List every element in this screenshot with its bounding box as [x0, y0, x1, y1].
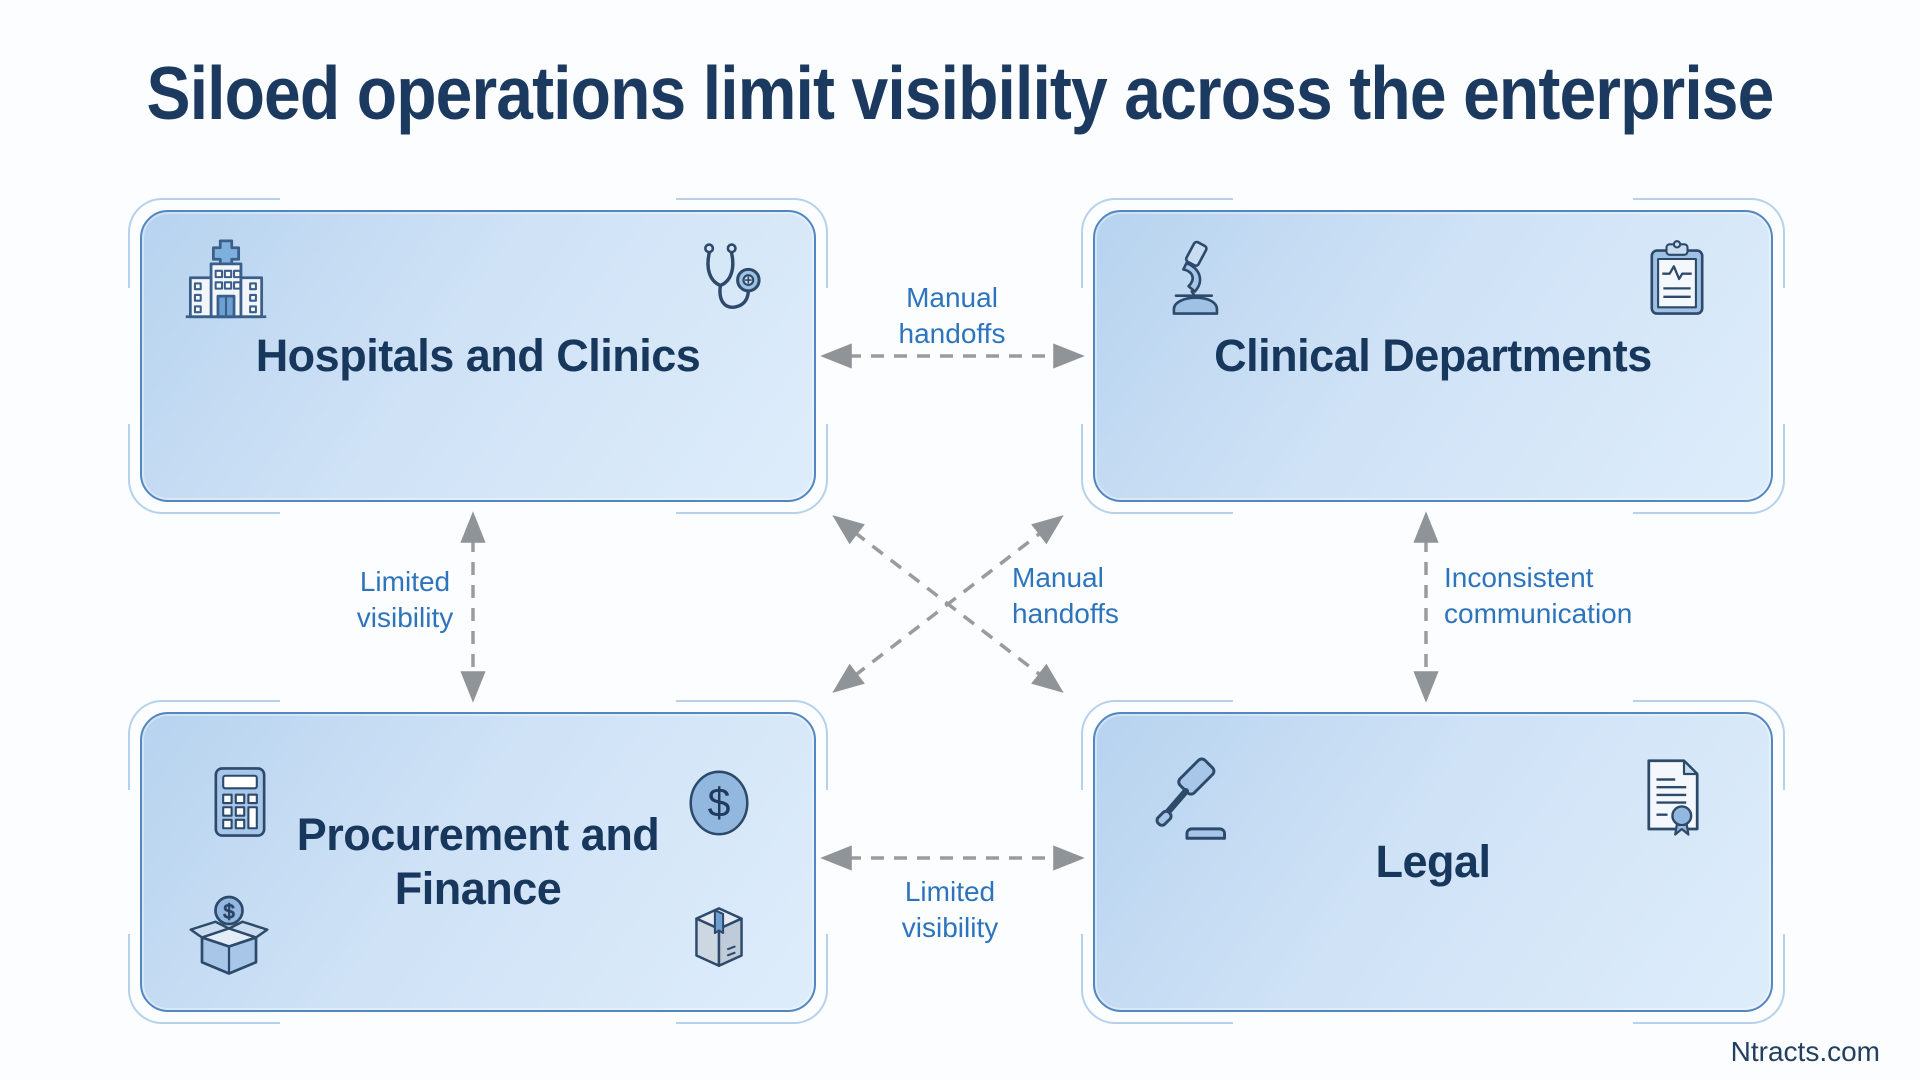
connection-label-manual-handoffs-top: Manual handoffs [898, 282, 1006, 350]
calculator-icon [214, 767, 266, 837]
stethoscope-icon [704, 243, 761, 309]
money-box-icon: $ [189, 895, 269, 975]
box-legal: Legal [1081, 700, 1785, 1024]
certificate-document-icon [1647, 759, 1699, 836]
box-title-procurement-and-finance: Procurement and Finance [296, 809, 660, 914]
box-title-hospitals-and-clinics: Hospitals and Clinics [255, 330, 701, 381]
dollar-coin-icon: $ [689, 770, 749, 836]
box-procurement-and-finance: $ $ Procurement and Finance [128, 700, 828, 1024]
box-hospitals-and-clinics: Hospitals and Clinics [128, 198, 828, 514]
box-title-clinical-departments: Clinical Departments [1214, 330, 1652, 381]
hospital-building-icon [185, 239, 267, 319]
footer-brand: Ntracts.com [1730, 1036, 1880, 1067]
arrow-procurement-clinical [832, 515, 1064, 693]
connection-label-manual-handoffs-center: Manual handoffs [1012, 562, 1119, 630]
box-title-legal: Legal [1375, 836, 1491, 887]
clipboard-pulse-icon [1650, 240, 1704, 315]
microscope-icon [1172, 240, 1219, 315]
connection-label-inconsistent-communication: Inconsistent communication [1444, 562, 1633, 630]
connection-label-limited-visibility-bottom: Limited visibility [901, 876, 999, 944]
box-clinical-departments: Clinical Departments [1081, 198, 1785, 514]
page-title: Siloed operations limit visibility acros… [146, 51, 1775, 135]
svg-text:$: $ [223, 901, 234, 923]
package-icon [695, 907, 743, 968]
connection-label-limited-visibility-left: Limited visibility [356, 566, 454, 634]
gavel-icon [1155, 757, 1227, 840]
svg-text:$: $ [708, 780, 731, 826]
